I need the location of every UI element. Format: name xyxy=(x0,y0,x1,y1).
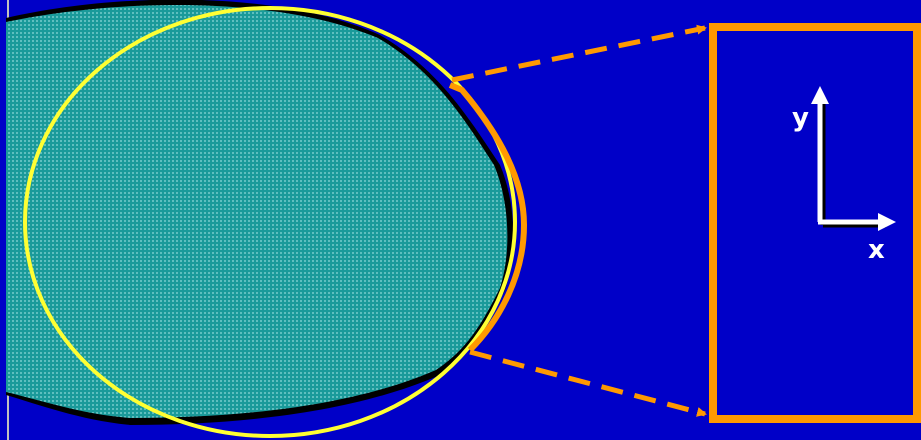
y-axis-label: y xyxy=(792,103,809,133)
zoom-box xyxy=(709,23,921,423)
x-arrow-head xyxy=(878,213,896,231)
zoom-line-top xyxy=(451,24,707,83)
droplet-shape xyxy=(6,4,508,418)
axes-icon xyxy=(811,86,896,231)
highlight-arc xyxy=(448,82,528,353)
x-axis-label: x xyxy=(868,235,885,265)
ellipse-outline xyxy=(23,6,517,438)
zoom-line-bottom xyxy=(469,349,707,417)
y-arrow-head xyxy=(811,86,829,104)
